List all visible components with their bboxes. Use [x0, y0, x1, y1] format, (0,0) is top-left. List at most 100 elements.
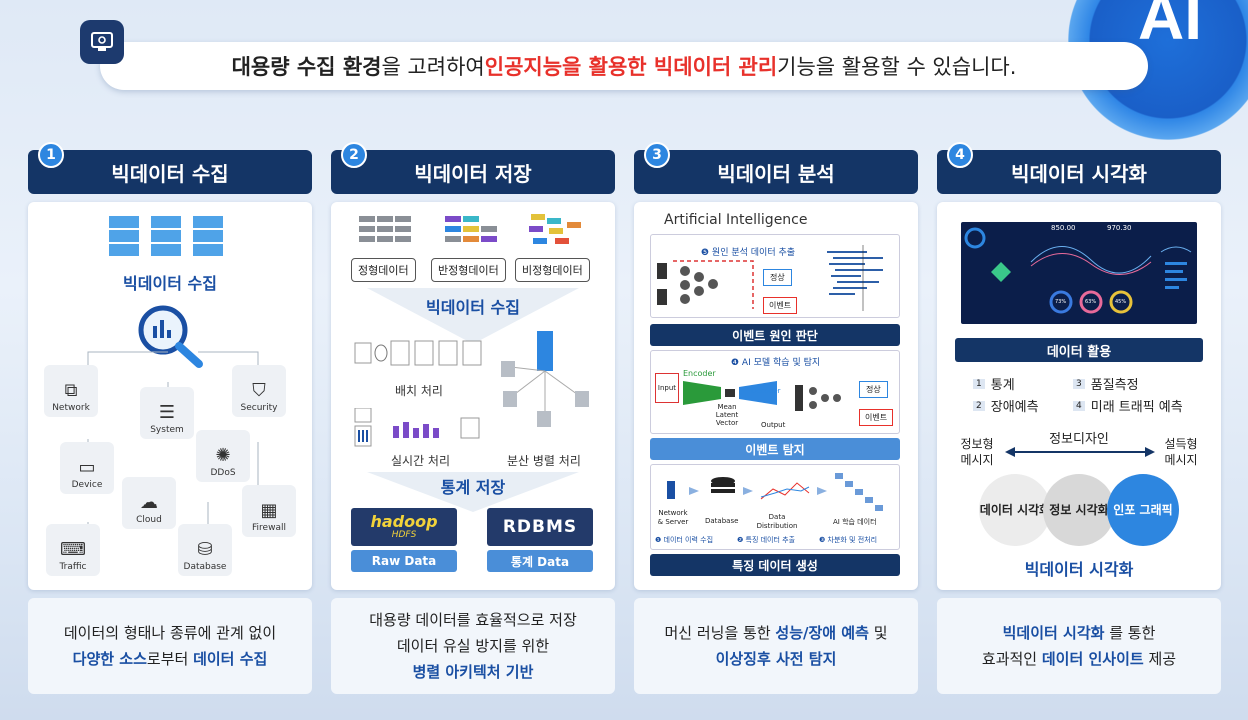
node-label: System [150, 425, 184, 435]
hdfs-text: HDFS [391, 530, 417, 540]
column-title: 빅데이터 분석 [717, 161, 835, 186]
server-icon: ☰ [158, 402, 176, 423]
dash-value-2: 970.30 [1107, 224, 1132, 232]
use-num: 2 [973, 400, 985, 411]
column-collect: 1 빅데이터 수집 빅데이터 수집 ⧉Network ☰System ⛉Secu… [28, 142, 312, 590]
ai-badge-text: AI [1138, 0, 1202, 53]
batch-label: 배치 처리 [395, 384, 443, 398]
use-num: 1 [973, 378, 985, 389]
column-header: 3 빅데이터 분석 [634, 142, 918, 194]
firewall-icon: ▦ [260, 500, 278, 521]
header-bold-1: 대용량 수집 환경 [231, 55, 382, 79]
desc-bold: 빅데이터 시각화 [1002, 624, 1105, 642]
storage-panel: 정형데이터 반정형데이터 비정형데이터 빅데이터 수집 배치 처리 실시간 처리… [331, 202, 615, 590]
desc-line: 다양한 소스로부터 데이터 수집 [73, 646, 268, 672]
node-label: Firewall [252, 523, 286, 533]
distributed-network-diagram [501, 331, 589, 427]
event-box-2: 이벤트 [859, 409, 894, 426]
dash-pct-3: 45% [1115, 299, 1127, 305]
normal-box: 정상 [763, 269, 792, 286]
detect-section: ❹ AI 모델 학습 및 탐지 Input Encoder Mean Laten… [650, 350, 900, 434]
node-label: Traffic [59, 562, 87, 572]
autoencoder-diagram [683, 381, 777, 405]
double-arrow-icon [1005, 447, 1155, 457]
circle-info-visualization: 정보 시각화 [1043, 474, 1115, 546]
header-text-1: 을 고려하여 [381, 55, 485, 79]
column-storage: 2 빅데이터 저장 정형데이터 반정형데이터 비정형데이터 빅데이터 수집 배치… [331, 142, 615, 590]
desc-text: 제공 [1143, 650, 1177, 668]
circle-data-visualization: 데이터 시각화 [979, 474, 1051, 546]
column-title: 빅데이터 저장 [414, 161, 532, 186]
collect-panel: 빅데이터 수집 ⧉Network ☰System ⛉Security ▭Devi… [28, 202, 312, 590]
node-system: ☰ System [140, 387, 194, 439]
hadoop-logo: hadoop HDFS [351, 508, 457, 546]
dashboard-graphics [964, 227, 1192, 314]
column-visualization: 4 빅데이터 시각화 850.00 970.30 73% 63% 45% 데이터… [937, 142, 1221, 590]
funnel-shape-2 [367, 472, 579, 512]
mean-vector-label: Mean Latent Vector [715, 403, 739, 427]
desc-bold: 성능/장애 예측 [775, 624, 869, 642]
desc-bold: 이상징후 사전 탐지 [715, 650, 837, 668]
desc-analysis: 머신 러닝을 통한 성능/장애 예측 및 이상징후 사전 탐지 [634, 598, 918, 694]
distribution-label: Data Distribution [756, 513, 798, 530]
desc-bold: 다양한 소스 [72, 650, 147, 668]
dashboard-thumbnail: 850.00 970.30 73% 63% 45% [961, 222, 1197, 324]
event-box: 이벤트 [763, 297, 798, 314]
desc-text: 및 [868, 624, 888, 642]
column-analysis: 3 빅데이터 분석 Artificial Intelligence ❺ 원인 분… [634, 142, 918, 590]
stat-data-bar: 통계 Data [487, 550, 593, 572]
column-title: 빅데이터 시각화 [1011, 161, 1147, 186]
desc-line: 대용량 데이터를 효율적으로 저장 [369, 611, 577, 629]
nn-small-diagram [795, 385, 841, 411]
column-header: 4 빅데이터 시각화 [937, 142, 1221, 194]
traffic-icon: ⌨ [60, 539, 86, 560]
use-text: 장애예측 [990, 400, 1039, 415]
column-number: 2 [341, 142, 367, 168]
server-stack-icon [109, 216, 223, 256]
cause-section: ❺ 원인 분석 데이터 추출 정상 이벤트 [650, 234, 900, 318]
step1-label: ❶ 데이터 이력 수집 [655, 536, 714, 544]
node-device: ▭Device [60, 442, 114, 494]
dash-pct-1: 73% [1055, 299, 1067, 305]
decoder-label: Decoder [751, 387, 781, 395]
cause-bar: 이벤트 원인 판단 [650, 324, 900, 346]
realtime-label: 실시간 처리 [391, 454, 451, 468]
column-number: 4 [947, 142, 973, 168]
collect-label: 빅데이터 수집 [123, 274, 217, 293]
column-header: 1 빅데이터 수집 [28, 142, 312, 194]
node-ddos: ✺DDoS [196, 430, 250, 482]
desc-bold: 데이터 인사이트 [1041, 650, 1144, 668]
node-label: Network [52, 403, 90, 413]
desc-line: 빅데이터 시각화 를 통한 [1003, 620, 1156, 646]
encoder-label: Encoder [683, 369, 716, 378]
step2-label: ❷ 특징 데이터 추출 [737, 536, 796, 544]
batch-flow-diagram [354, 340, 482, 366]
raw-data-bar: Raw Data [351, 550, 457, 572]
node-label: Security [240, 403, 278, 413]
network-icon: ⧉ [64, 380, 78, 401]
node-network: ⧉ Network [44, 365, 98, 417]
use-text: 품질측정 [1090, 378, 1139, 393]
net-server-label: Network & Server [657, 509, 689, 526]
desc-visualization: 빅데이터 시각화 를 통한 효과적인 데이터 인사이트 제공 [937, 598, 1221, 694]
monitor-gear-icon [80, 20, 124, 64]
column-header: 2 빅데이터 저장 [331, 142, 615, 194]
data-type-grid-icons [359, 214, 581, 244]
desc-storage: 대용량 데이터를 효율적으로 저장 데이터 유실 방지를 위한 병렬 아키텍처 … [331, 598, 615, 694]
feature-bar: 특징 데이터 생성 [650, 554, 900, 576]
distributed-label: 분산 병렬 처리 [507, 454, 581, 468]
node-label: Cloud [136, 515, 162, 525]
normal-box-2: 정상 [859, 381, 888, 398]
input-box: Input [655, 373, 679, 403]
ai-title: Artificial Intelligence [664, 212, 808, 228]
tag-semi-structured: 반정형데이터 [431, 258, 506, 282]
step4-label: ❹ AI 모델 학습 및 탐지 [731, 358, 821, 368]
stats-title: 통계 저장 [440, 478, 506, 497]
node-traffic: ⌨ Traffic [46, 524, 100, 576]
desc-collect: 데이터의 형태나 종류에 관계 없이 다양한 소스로부터 데이터 수집 [28, 598, 312, 694]
detect-bar: 이벤트 탐지 [650, 438, 900, 460]
